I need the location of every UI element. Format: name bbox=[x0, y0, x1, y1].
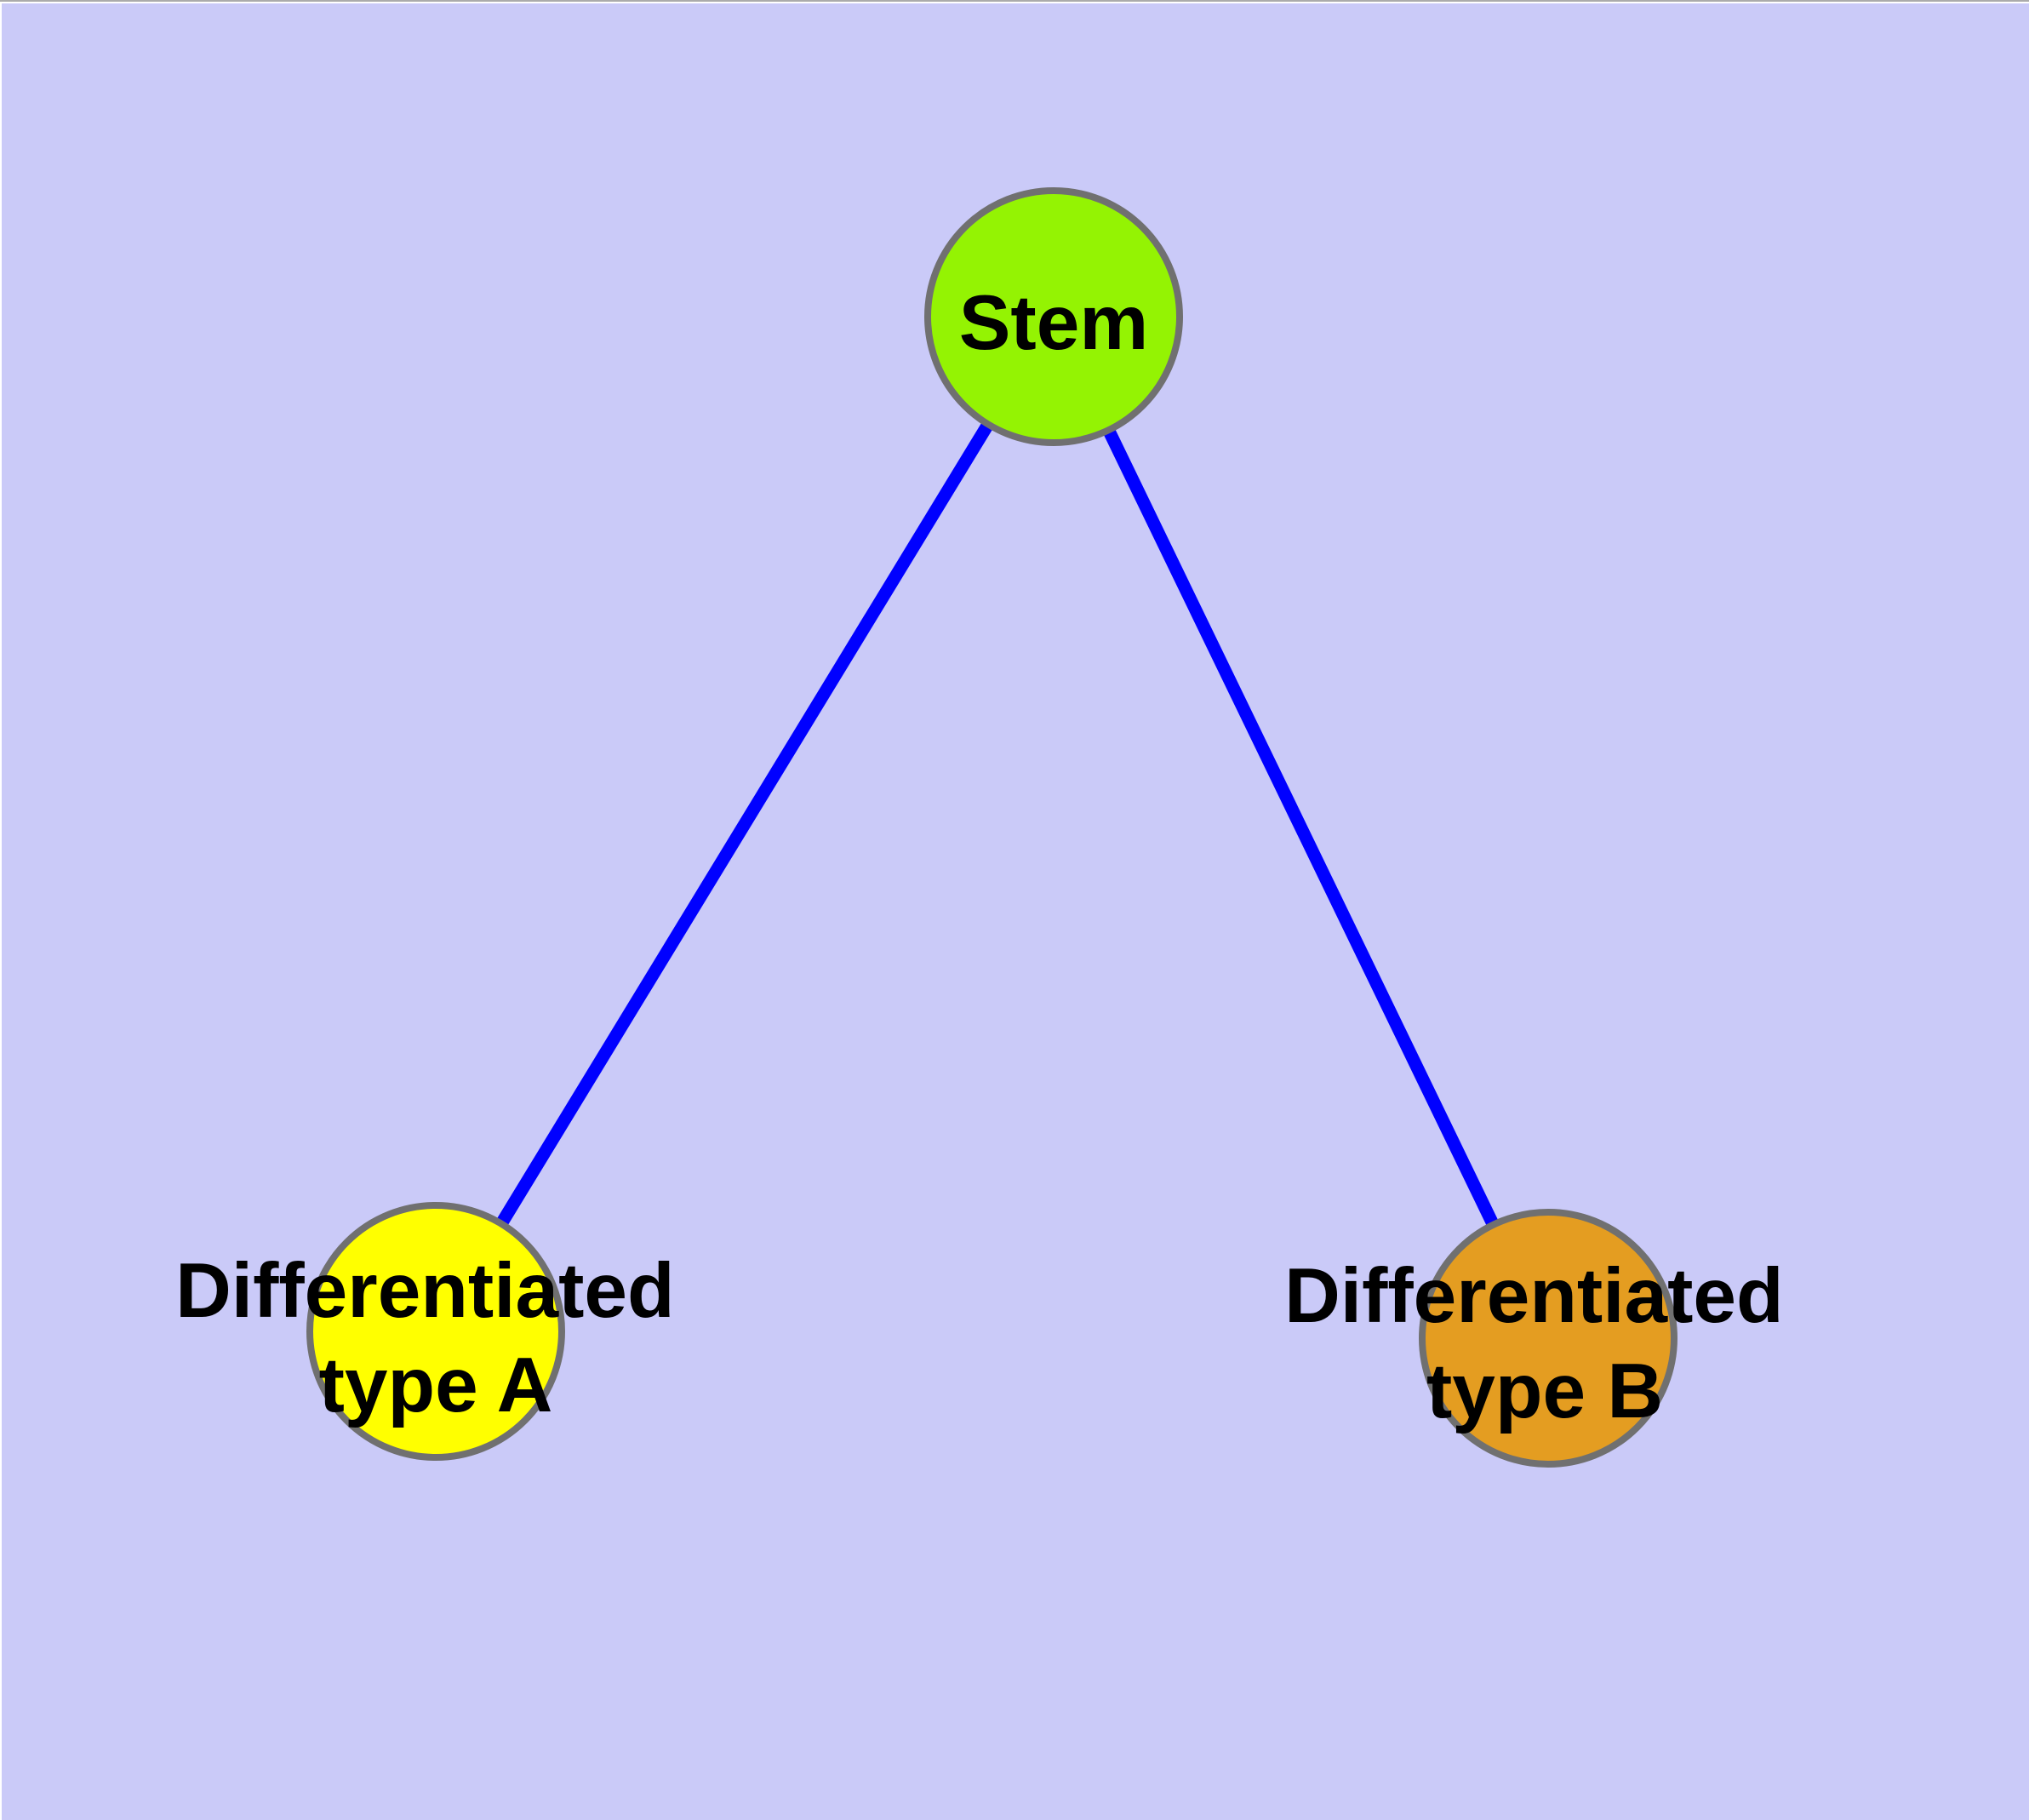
node-differentiated-type-b-label-line2: type B bbox=[1426, 1348, 1663, 1434]
node-stem-label-line: Stem bbox=[959, 280, 1149, 366]
node-differentiated-type-b-circle bbox=[1419, 1209, 1677, 1468]
node-differentiated-type-a-label-line1: Differentiated bbox=[175, 1248, 675, 1334]
node-differentiated-type-a-label: Differentiated type A bbox=[175, 1248, 696, 1428]
node-differentiated-type-b-label: Differentiated type B bbox=[1284, 1253, 1805, 1434]
node-stem: Stem bbox=[924, 187, 1183, 446]
node-differentiated-type-b: Differentiated type B bbox=[1284, 1209, 1805, 1468]
node-differentiated-type-a: Differentiated type A bbox=[175, 1202, 696, 1461]
node-stem-label: Stem bbox=[959, 280, 1149, 366]
edge-stem-to-type-a bbox=[430, 313, 1060, 1335]
window-top-border bbox=[0, 0, 2029, 2]
edge-stem-to-type-b bbox=[1048, 313, 1554, 1342]
node-stem-circle bbox=[924, 187, 1183, 446]
node-differentiated-type-b-label-line1: Differentiated bbox=[1284, 1253, 1784, 1339]
node-differentiated-type-a-circle bbox=[306, 1202, 565, 1461]
node-differentiated-type-a-label-line2: type A bbox=[319, 1342, 553, 1428]
